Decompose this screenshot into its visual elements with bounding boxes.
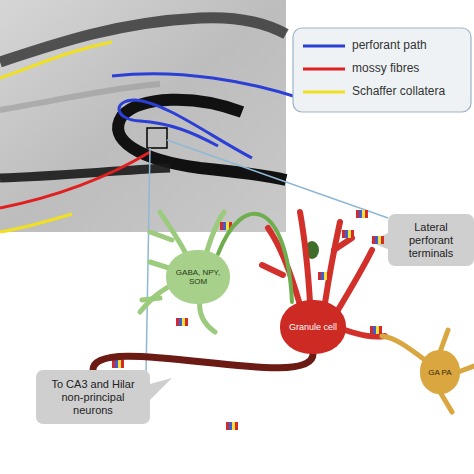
receptor-cluster: [176, 318, 188, 326]
legend-label: perforant path: [352, 38, 427, 52]
receptor-cluster: [220, 222, 232, 230]
legend-label: mossy fibres: [352, 61, 419, 75]
legend-sample: [303, 91, 345, 94]
text-stack: Lateral perforant terminals: [394, 221, 468, 260]
receptor-cluster: [372, 236, 384, 244]
node-label: GA PA: [428, 368, 451, 377]
callout-box: Lateral perforant terminals: [388, 214, 474, 266]
receptor-cluster: [356, 210, 368, 218]
callout-pointer: [150, 378, 172, 400]
receptor-cluster: [342, 230, 354, 238]
callout-box: To CA3 and Hilar non-principal neurons: [36, 370, 150, 424]
text-stack: GABA, NPY, SOM: [168, 268, 228, 286]
schaffer-line: [0, 42, 112, 78]
receptor-cluster: [318, 272, 330, 280]
mossy-fibre-line: [0, 152, 150, 208]
granule-soma: Granule cell: [280, 300, 346, 354]
pyramidal-layer: [0, 18, 286, 62]
legend-sample: [303, 45, 345, 48]
interneuron-soma: GA PA: [420, 350, 460, 394]
receptor-cluster: [226, 422, 238, 430]
text-stack: Granule cell: [289, 322, 337, 332]
receptor-cluster: [370, 326, 382, 334]
perforant-line: [112, 74, 300, 98]
perforant-line: [119, 100, 252, 158]
receptor-cluster: [112, 360, 124, 368]
zoom-square: [147, 128, 167, 148]
node-label: Lateral perforant terminals: [394, 221, 468, 260]
schaffer-line: [0, 214, 72, 232]
interneuron-dendrites: [382, 330, 474, 412]
node-label: Granule cell: [289, 322, 337, 332]
text-stack: To CA3 and Hilar non-principal neurons: [42, 378, 144, 417]
micrograph: [0, 0, 286, 232]
legend-sample: [303, 68, 345, 71]
axon-connector: [218, 214, 292, 302]
legend-label: Schaffer collatera: [352, 84, 445, 98]
node-label: To CA3 and Hilar non-principal neurons: [42, 378, 144, 417]
axon-connector: [93, 354, 313, 370]
granule-layer: [0, 168, 170, 178]
node-label: GABA, NPY, SOM: [168, 268, 228, 286]
interneuron-soma: GABA, NPY, SOM: [166, 250, 230, 304]
legend-box: [293, 28, 471, 112]
text-stack: GA PA: [428, 368, 451, 377]
leader-line: [167, 140, 388, 218]
